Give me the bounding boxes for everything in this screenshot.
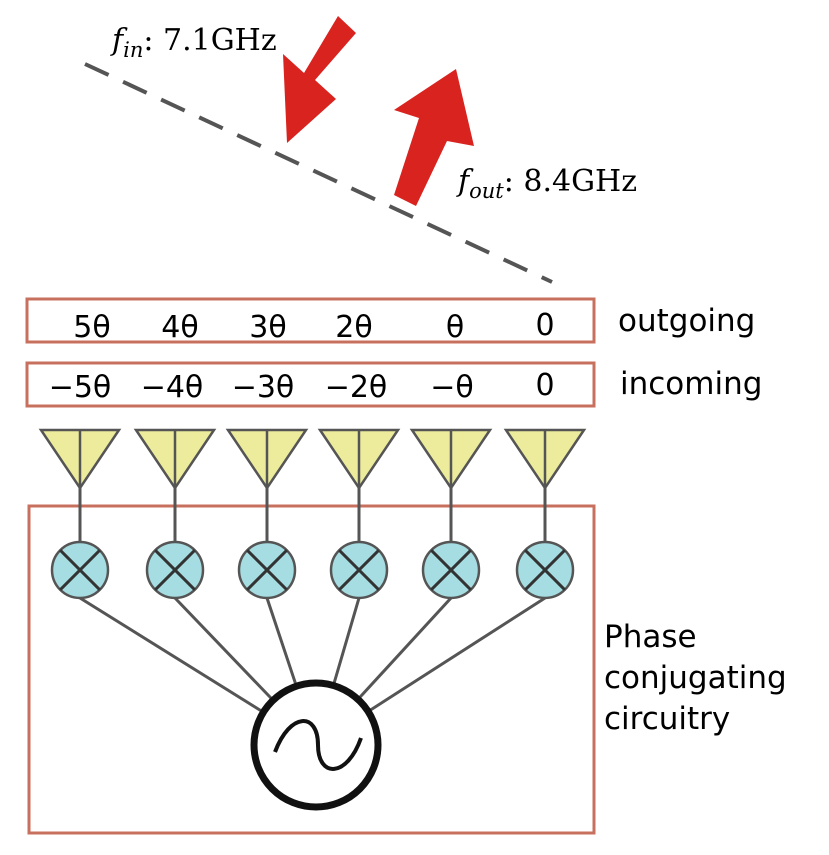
mixer-cross-icon — [145, 540, 205, 600]
phase-value: 3θ — [249, 310, 286, 345]
outgoing-frequency-label: fout: 8.4GHz — [456, 164, 637, 203]
mixer-cross-icon — [50, 540, 110, 600]
antenna-triangle-icon — [133, 428, 217, 491]
lo-wire — [331, 597, 361, 686]
lo-wire — [265, 597, 298, 687]
mixer-cross — [524, 549, 566, 591]
mixer-cross-icon — [515, 540, 575, 600]
lo-wire — [173, 596, 275, 702]
incoming-row-label: incoming — [620, 366, 762, 402]
circuit-label: Phase conjugating circuitry — [604, 619, 797, 737]
oscillator-sine-wave — [273, 719, 363, 771]
array-elements-group — [38, 428, 587, 600]
phase-value: 0 — [535, 308, 554, 343]
phase-value: −θ — [430, 370, 474, 405]
lo-wire — [356, 596, 453, 701]
mixer-cross — [338, 549, 380, 591]
outgoing-phase-box — [25, 297, 596, 344]
antenna-triangle-icon — [317, 428, 401, 491]
phase-value: 4θ — [161, 310, 198, 345]
antenna-triangle-icon — [409, 428, 493, 491]
phase-value: 2θ — [335, 310, 372, 345]
mixer-cross — [59, 549, 101, 591]
incident-arrow-icon — [283, 16, 356, 143]
circuit-box — [27, 504, 596, 835]
incoming-phase-box — [25, 361, 596, 408]
antenna-triangle-icon — [503, 428, 587, 491]
phase-value: −2θ — [325, 370, 388, 405]
incident-frequency-label: fin: 7.1GHz — [110, 23, 277, 62]
phase-value: −3θ — [232, 370, 295, 405]
phase-value: 5θ — [73, 310, 110, 345]
sine-oscillator-icon — [250, 679, 382, 811]
phase-value: −5θ — [49, 370, 112, 405]
mixer-cross-icon — [237, 540, 297, 600]
wavefront-line — [84, 62, 553, 284]
circuit-label-line: circuitry — [604, 701, 730, 737]
incoming-phase-values: −5θ −4θ −3θ −2θ −θ 0 — [49, 368, 555, 405]
mixer-cross-icon — [329, 540, 389, 600]
lo-wire — [79, 596, 265, 714]
outgoing-arrow-icon — [394, 69, 474, 206]
outgoing-phase-values: 5θ 4θ 3θ 2θ θ 0 — [73, 308, 554, 345]
circuit-label-line: Phase — [604, 619, 697, 655]
mixer-cross — [154, 549, 196, 591]
antenna-triangle-icon — [38, 428, 122, 491]
mixer-cross — [430, 549, 472, 591]
mixer-cross-icon — [421, 540, 481, 600]
phase-value: θ — [446, 310, 464, 345]
phase-value: 0 — [535, 368, 554, 403]
phase-value: −4θ — [141, 370, 204, 405]
lo-wire — [367, 596, 546, 713]
outgoing-row-label: outgoing — [618, 303, 755, 339]
circuit-label-line: conjugating — [604, 660, 787, 696]
antenna-triangle-icon — [225, 428, 309, 491]
mixer-cross — [246, 549, 288, 591]
